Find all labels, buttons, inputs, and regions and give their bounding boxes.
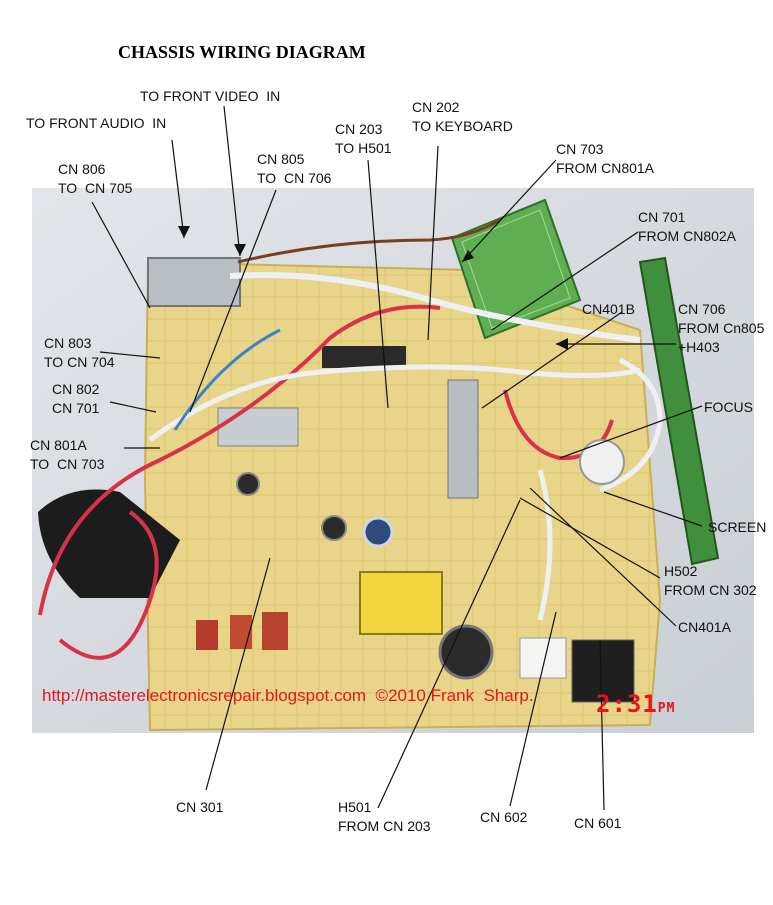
label-cn202: CN 202 TO KEYBOARD (412, 99, 513, 134)
keyboard-board-copper (461, 209, 571, 329)
focus-knob (579, 439, 625, 485)
heatsink-center (447, 379, 479, 499)
arrowheads (178, 226, 568, 350)
label-cn801a: CN 801A TO CN 703 (30, 437, 105, 472)
label-cn401b: CN401B (582, 301, 635, 317)
power-transformer (571, 639, 635, 703)
label-h502: H502 FROM CN 302 (664, 563, 757, 598)
watermark-url: http://masterelectronicsrepair.blogspot.… (42, 686, 534, 705)
resistor-2 (230, 615, 252, 649)
timestamp-ampm: PM (657, 701, 676, 716)
label-cn701: CN 701 FROM CN802A (638, 209, 737, 244)
label-cn601: CN 601 (574, 815, 622, 831)
label-cn802: CN 802 CN 701 (52, 381, 100, 416)
timestamp-time: 2:31 (596, 690, 658, 718)
diagram-title: CHASSIS WIRING DIAGRAM (118, 42, 366, 62)
label-focus: FOCUS (704, 399, 753, 415)
label-front-audio: TO FRONT AUDIO IN (26, 115, 167, 131)
photo-timestamp: 2:31PM (596, 690, 675, 718)
label-cn203: CN 203 TO H501 (335, 121, 392, 156)
label-cn806: CN 806 TO CN 705 (58, 161, 133, 196)
label-front-video: TO FRONT VIDEO IN (140, 88, 281, 104)
wire-white-3 (599, 357, 663, 493)
heatsink-left (217, 407, 299, 447)
label-screen: SCREEN (708, 519, 767, 535)
label-h501: H501 FROM CN 203 (338, 799, 431, 834)
label-cn401a: CN401A (678, 619, 731, 635)
label-cn602: CN 602 (480, 809, 528, 825)
resistor-1 (196, 620, 218, 650)
wire-blue (173, 328, 281, 431)
wire-red-loop (38, 304, 441, 616)
flyback (359, 571, 443, 635)
label-cn803: CN 803 TO CN 704 (44, 335, 115, 370)
capacitor-small-3 (236, 472, 260, 496)
label-cn301: CN 301 (176, 799, 224, 815)
capacitor-small (362, 516, 394, 548)
relay (519, 637, 567, 679)
wire-red-loop-2 (58, 510, 159, 660)
wire-white-2 (148, 364, 641, 443)
ic-chip (322, 346, 406, 368)
label-cn805: CN 805 TO CN 706 (257, 151, 332, 186)
wire-white-4 (537, 469, 553, 621)
pointer-lines (91, 105, 703, 811)
label-cn703: CN 703 FROM CN801A (556, 141, 655, 176)
capacitor-small-2 (321, 515, 347, 541)
label-cn706: CN 706 FROM Cn805 +H403 (678, 301, 765, 355)
wire-brown (237, 218, 501, 264)
tuner (147, 257, 241, 307)
resistor-3 (262, 612, 288, 650)
coil (38, 489, 180, 598)
av-board (638, 256, 720, 566)
capacitor-big (438, 624, 494, 680)
